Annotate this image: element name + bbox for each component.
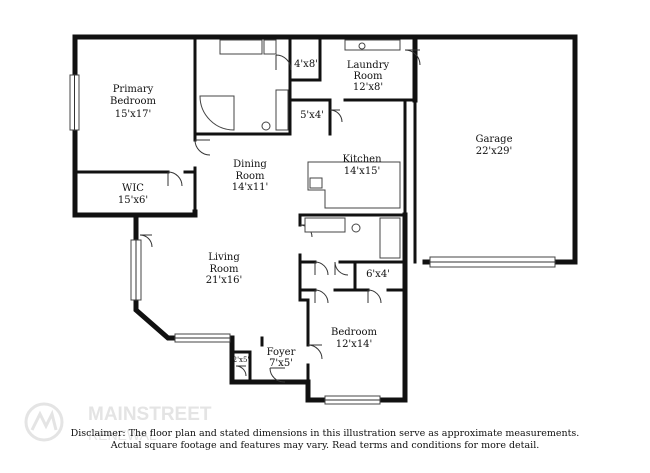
disclaimer-line-1: Disclaimer: The floor plan and stated di… bbox=[70, 428, 580, 439]
doors bbox=[139, 49, 421, 383]
bedroom-label: Bedroom bbox=[331, 327, 377, 338]
closet-a-dims: 4'x8' bbox=[294, 59, 318, 70]
closet-d-dims: 2'x5' bbox=[233, 356, 250, 364]
primary-bedroom-dims: 15'x17' bbox=[115, 109, 152, 120]
garage-dims: 22'x29' bbox=[476, 146, 513, 157]
foyer-label: Foyer bbox=[267, 347, 296, 358]
svg-text:RENEWAL: RENEWAL bbox=[88, 427, 157, 443]
fixtures bbox=[199, 39, 401, 259]
garage-label: Garage bbox=[475, 134, 512, 145]
bedroom-dims: 12'x14' bbox=[336, 339, 373, 350]
windows bbox=[69, 74, 556, 405]
closet-c-dims: 6'x4' bbox=[366, 269, 390, 280]
wic-dims: 15'x6' bbox=[118, 195, 148, 206]
foyer-dims: 7'x5' bbox=[269, 358, 293, 369]
laundry-room-dims: 12'x8' bbox=[353, 82, 383, 93]
disclaimer-line-2: Actual square footage and features may v… bbox=[110, 440, 540, 451]
svg-text:MAINSTREET: MAINSTREET bbox=[88, 404, 212, 425]
dining-room-dims: 14'x11' bbox=[232, 182, 269, 193]
wic-label: WIC bbox=[122, 183, 144, 194]
kitchen-dims: 14'x15' bbox=[344, 166, 381, 177]
closet-b-dims: 5'x4' bbox=[300, 110, 324, 121]
living-room-dims: 21'x16' bbox=[206, 275, 243, 286]
interior-walls bbox=[73, 35, 417, 384]
kitchen-label: Kitchen bbox=[342, 154, 382, 165]
mainstreet-logo: MAINSTREET RENEWAL bbox=[24, 402, 212, 443]
